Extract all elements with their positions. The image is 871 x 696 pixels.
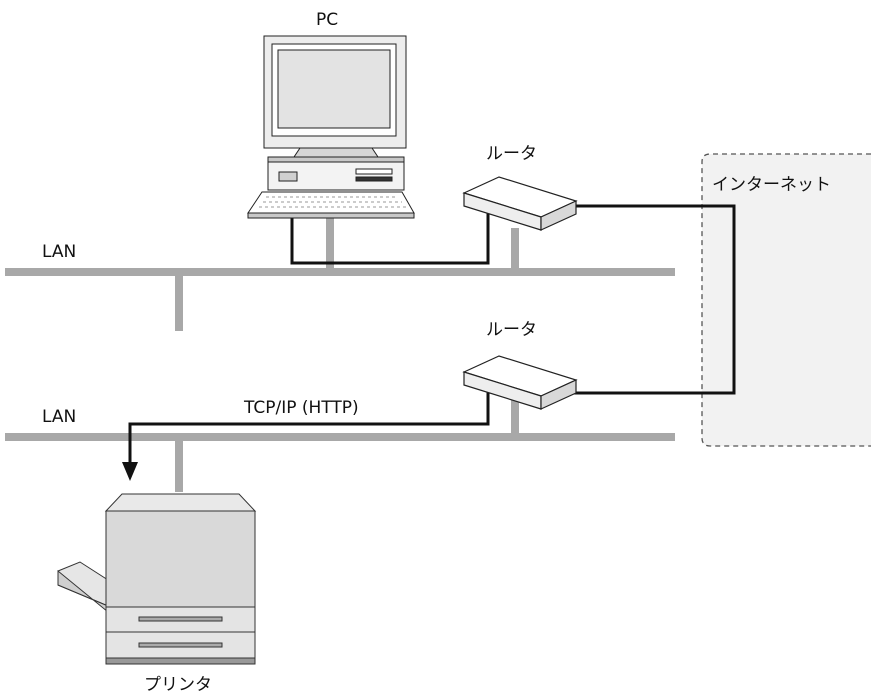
lan-top-label: LAN (42, 242, 76, 262)
internet-box (701, 153, 871, 447)
router-bottom-icon: ルータ (462, 320, 578, 410)
lan-top-stub-router (511, 228, 519, 269)
lan-top-stub-down (175, 275, 183, 331)
printer-icon (57, 493, 257, 665)
lan-bottom-label: LAN (42, 407, 76, 427)
lan-top-stub-pc (326, 214, 334, 269)
arrow-head-icon (122, 462, 138, 481)
pc-to-router-cable (290, 206, 490, 265)
pc-label: PC (316, 10, 338, 30)
lan-top-line (5, 268, 675, 276)
protocol-label: TCP/IP (HTTP) (243, 398, 359, 418)
pc-icon: PC (247, 10, 415, 219)
cables (128, 204, 736, 466)
printer-label: プリンタ (144, 675, 212, 695)
internet-label: インターネット (712, 175, 831, 195)
lan-lines (5, 214, 675, 492)
router-top-icon: ルータ (462, 144, 578, 231)
lan-bottom-stub-printer (175, 440, 183, 492)
lan-bottom-line (5, 433, 675, 441)
lan-bottom-stub-router (511, 398, 519, 434)
router-top-label: ルータ (486, 144, 537, 164)
router-bottom-label: ルータ (486, 320, 537, 340)
router-bottom-to-printer-cable (128, 392, 490, 466)
router-top-to-internet-cable (568, 204, 736, 395)
internet-zone: インターネット (701, 153, 871, 447)
